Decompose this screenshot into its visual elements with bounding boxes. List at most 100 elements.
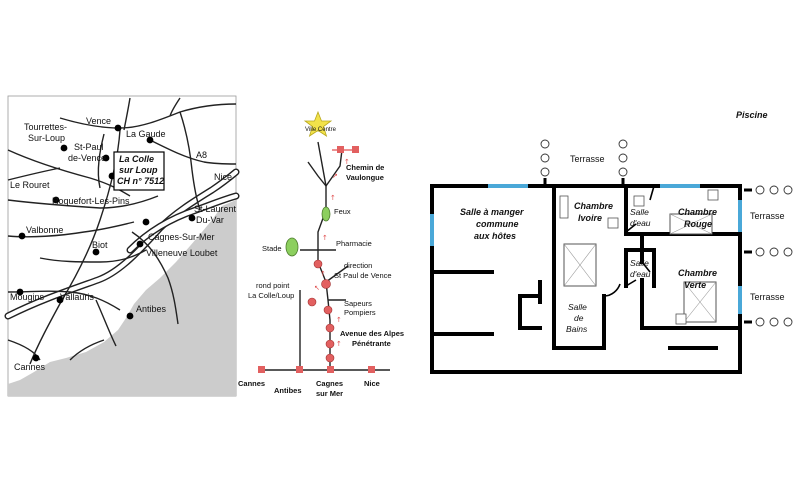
label-terrasse-right-2: Terrasse	[750, 292, 785, 302]
doors	[603, 185, 655, 297]
arrow-up-5: ↑	[322, 234, 328, 242]
plant-icon	[540, 167, 550, 177]
label-cagnes: Cagnes-Sur-Mer	[148, 232, 215, 242]
label-a8: A8	[196, 150, 207, 160]
exit-square-chemin	[337, 146, 344, 153]
terrace-dividers	[543, 178, 752, 324]
route-map: Ville Centre	[238, 110, 404, 398]
town-dot-antibes	[126, 312, 134, 320]
furniture	[559, 189, 719, 325]
arrow-up-4: ↑	[320, 270, 326, 278]
label-roquefort: Roquefort-Les-Pins	[52, 196, 130, 206]
route-road-main	[317, 141, 331, 370]
label-direction-2: St Paul de Vence	[334, 271, 392, 280]
exit-square-cagnes	[327, 366, 334, 373]
roundabout-5	[325, 323, 335, 333]
arrow-up-1: ↑	[336, 340, 342, 348]
door-bains	[603, 283, 621, 297]
floor-plan: Piscine Terrasse Terrasse Terrasse	[430, 110, 793, 374]
arrow-up-3: ↖	[314, 284, 320, 292]
plant-icon	[755, 317, 765, 327]
label-piscine: Piscine	[736, 110, 768, 120]
stade-marker	[285, 237, 299, 257]
label-salle-bains-1: Salle	[568, 302, 587, 312]
exit-square-antibes	[296, 366, 303, 373]
ville-centre-label: Ville Centre	[305, 127, 337, 133]
label-tourrettes-2: Sur-Loup	[28, 133, 65, 143]
arrow-up-7: ↗	[332, 172, 338, 180]
town-dot-cagnes	[142, 218, 150, 226]
label-salle-eau-1-2: d'eau	[630, 218, 651, 228]
label-pharmacie: Pharmacie	[336, 239, 372, 248]
label-salle-bains-2: de	[574, 313, 584, 323]
town-dot-roquefort	[52, 196, 60, 204]
label-salle-eau-2-1: Salle	[630, 258, 649, 268]
label-rond-point-1: rond point	[256, 281, 290, 290]
town-dot-biot	[92, 248, 100, 256]
arrow-up-6: ↑	[330, 194, 336, 202]
label-cannes: Cannes	[14, 362, 46, 372]
plant-icon	[755, 185, 765, 195]
arrow-up-2: ↑	[336, 316, 342, 324]
label-chambre-ivoire-1: Chambre	[574, 201, 613, 211]
label-sapeurs-2: Pompiers	[344, 308, 376, 317]
label-chambre-rouge-2: Rouge	[684, 219, 712, 229]
town-dots	[16, 124, 196, 362]
route-road-left	[307, 161, 327, 187]
label-chambre-verte-2: Verte	[684, 280, 706, 290]
plant-icon	[540, 139, 550, 149]
label-chambre-rouge-1: Chambre	[678, 207, 717, 217]
roundabout-4	[323, 305, 333, 315]
label-salle-bains-3: Bains	[566, 324, 588, 334]
label-salle-manger-2: commune	[476, 219, 519, 229]
label-villeneuve: Villeneuve Loubet	[146, 248, 218, 258]
label-chambre-verte-1: Chambre	[678, 268, 717, 278]
town-dot-vallauris	[56, 296, 64, 304]
label-salle-eau-2-2: d'eau	[630, 269, 651, 279]
route-arrows: ↑ ↑ ↖ ↑ ↑ ↑ ↗ ↑	[314, 158, 350, 348]
highlight-line-3: CH n° 7512	[117, 176, 164, 186]
highlight-line-1: La Colle	[119, 154, 154, 164]
label-antibes: Antibes	[274, 386, 302, 395]
ville-centre-star	[303, 110, 333, 137]
plant-icon	[769, 317, 779, 327]
plant-icon	[755, 247, 765, 257]
label-st-laurent-2: Du-Var	[196, 215, 224, 225]
roundabouts	[307, 259, 335, 363]
label-la-gaude: La Gaude	[126, 129, 166, 139]
label-nice: Nice	[364, 379, 380, 388]
chair-rouge-1	[633, 195, 645, 207]
plant-icon	[769, 247, 779, 257]
label-stade: Stade	[262, 244, 282, 253]
wardrobe-ivoire	[559, 195, 569, 219]
chair-verte	[675, 313, 687, 325]
label-salle-manger-1: Salle à manger	[460, 207, 524, 217]
plant-icon	[540, 153, 550, 163]
exit-squares	[258, 146, 375, 373]
sea	[8, 200, 236, 396]
plant-icon	[618, 153, 628, 163]
la-colle-highlight-box	[113, 151, 165, 191]
label-vence: Vence	[86, 116, 111, 126]
label-biot: Biot	[92, 240, 108, 250]
regional-map: La Colle sur Loup CH n° 7512 Tourrettes-…	[4, 95, 240, 397]
town-dot-valbonne	[18, 232, 26, 240]
town-dot-st-laurent	[188, 214, 196, 222]
label-valbonne: Valbonne	[26, 225, 63, 235]
label-cagnes-2: sur Mer	[316, 389, 343, 398]
town-dot-mougins	[16, 288, 24, 296]
roundabout-1	[313, 259, 323, 269]
label-mougins: Mougins	[10, 292, 45, 302]
label-sapeurs-1: Sapeurs	[344, 299, 372, 308]
plant-icon	[783, 317, 793, 327]
door-eau-2	[625, 279, 637, 287]
door-verte	[641, 261, 651, 273]
plant-icon	[618, 139, 628, 149]
roundabout-6	[325, 339, 335, 349]
interior-walls	[430, 184, 742, 350]
route-road-branch	[325, 149, 343, 187]
label-salle-manger-3: aux hôtes	[474, 231, 516, 241]
label-st-paul-2: de-Vence	[68, 153, 106, 163]
